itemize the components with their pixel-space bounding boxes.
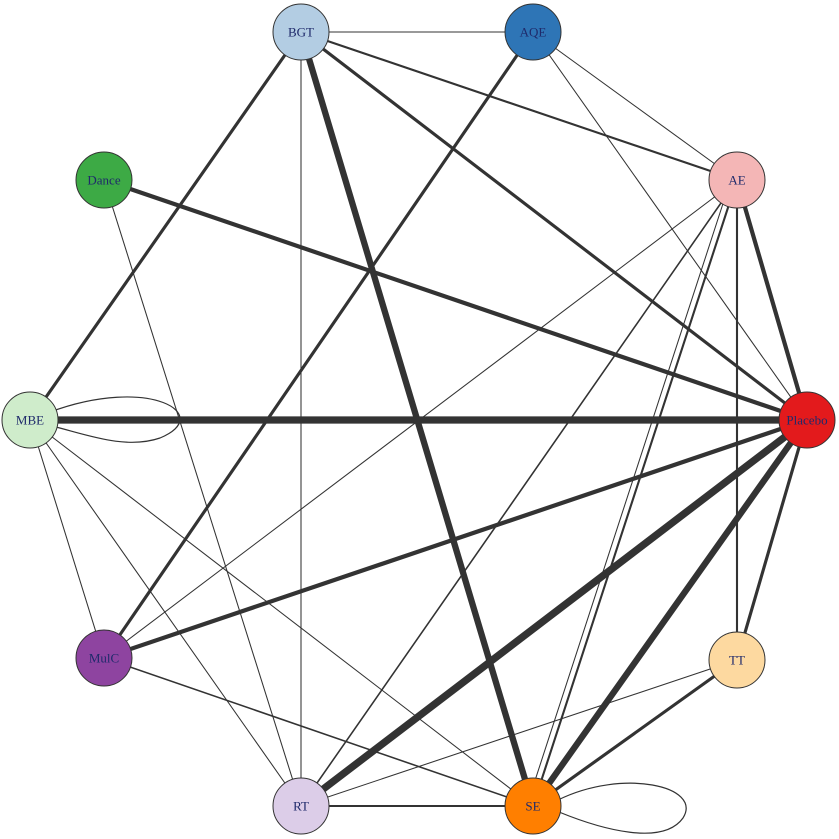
edge-bgt-ae — [299, 30, 739, 182]
node-bgt: BGT — [272, 3, 330, 61]
edge-mulc-placebo — [101, 417, 810, 661]
node-circle-dance — [75, 151, 133, 209]
node-circle-rt — [272, 777, 330, 835]
edge-rt-tt — [300, 659, 738, 807]
node-label-bgt: BGT — [288, 25, 314, 40]
edge-bgt-mbe — [28, 30, 303, 422]
node-rt: RT — [272, 777, 330, 835]
edge-ae-se — [531, 178, 739, 808]
edges-layer — [26, 28, 811, 810]
node-circle-placebo — [778, 391, 836, 449]
edge-tt-placebo — [735, 418, 809, 662]
node-dance: Dance — [75, 151, 133, 209]
node-label-tt: TT — [729, 653, 745, 668]
node-circle-tt — [708, 631, 766, 689]
loop-mbe — [49, 396, 181, 443]
edge-mbe-mulc — [29, 419, 105, 659]
edge-se-tt — [531, 658, 739, 808]
node-label-mbe: MBE — [16, 413, 44, 428]
node-label-ae: AE — [728, 173, 745, 188]
node-circle-ae — [708, 151, 766, 209]
edge-mbe-rt — [29, 419, 302, 807]
edge-dance-rt — [103, 179, 302, 807]
node-label-placebo: Placebo — [786, 413, 827, 428]
node-circle-bgt — [272, 3, 330, 61]
node-circle-mbe — [1, 391, 59, 449]
loop-se — [557, 782, 687, 834]
node-mulc: MulC — [75, 629, 133, 687]
node-circle-se — [504, 777, 562, 835]
edge-mbe-se — [29, 419, 534, 807]
edge-rt-placebo — [297, 416, 811, 810]
edge-bgt-placebo — [299, 30, 809, 422]
node-circle-aqe — [504, 3, 562, 61]
edge-aqe-mulc — [102, 30, 535, 660]
edge-dance-placebo — [101, 177, 810, 423]
edge-ae-placebo — [734, 177, 810, 423]
loops-layer — [49, 396, 687, 834]
edge-ae-se — [526, 177, 732, 805]
node-mbe: MBE — [1, 391, 59, 449]
node-se: SE — [504, 777, 562, 835]
node-label-rt: RT — [293, 799, 309, 814]
edge-se-placebo — [529, 416, 811, 810]
edge-aqe-placebo — [532, 31, 808, 421]
node-circle-mulc — [75, 629, 133, 687]
edge-ae-rt — [300, 179, 738, 807]
node-tt: TT — [708, 631, 766, 689]
node-aqe: AQE — [504, 3, 562, 61]
node-label-aqe: AQE — [520, 25, 547, 40]
node-label-mulc: MulC — [89, 651, 119, 666]
node-ae: AE — [708, 151, 766, 209]
node-label-dance: Dance — [87, 173, 120, 188]
node-label-se: SE — [525, 799, 540, 814]
edge-aqe-ae — [532, 31, 738, 181]
edge-mulc-se — [103, 657, 534, 807]
node-placebo: Placebo — [778, 391, 836, 449]
